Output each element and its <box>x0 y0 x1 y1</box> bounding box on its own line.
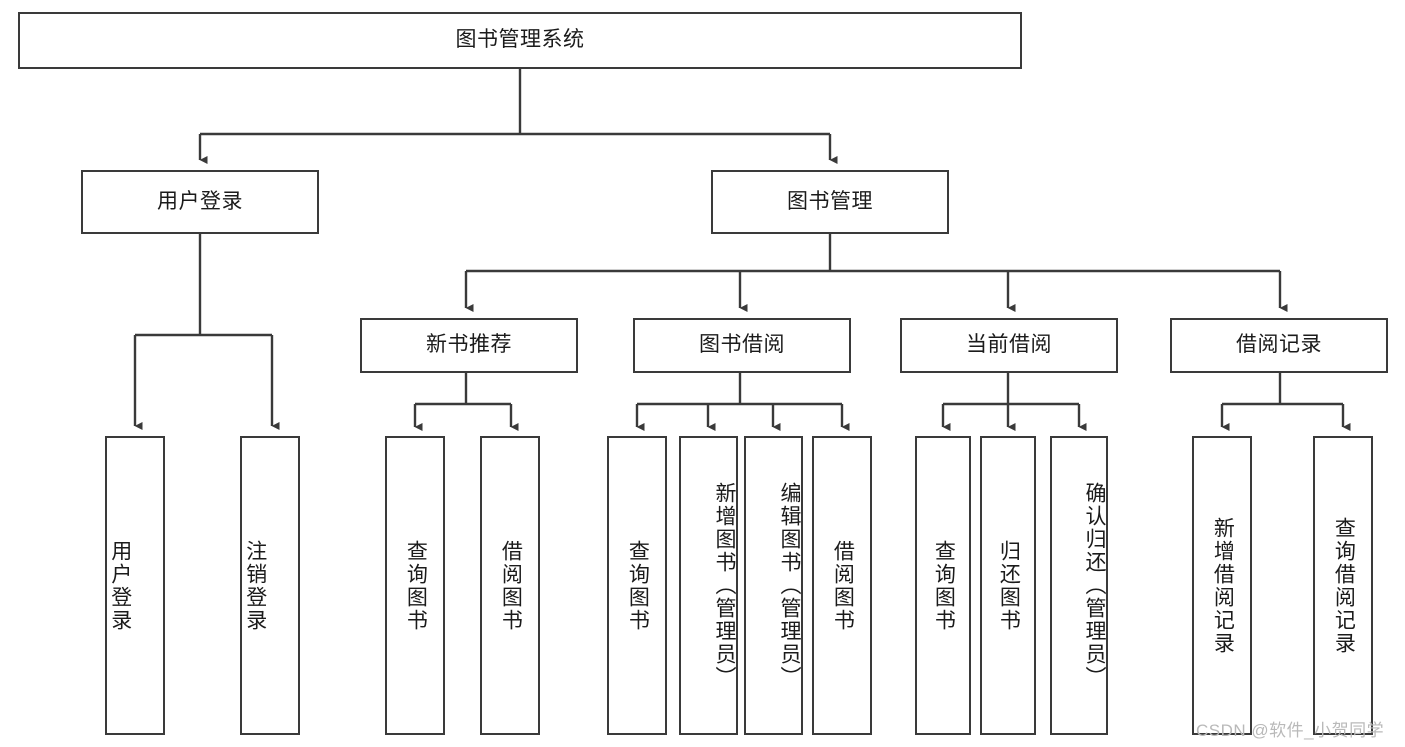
node-label: 注销登录 <box>243 539 267 632</box>
node-root-system[interactable]: 图书管理系统 <box>18 12 1022 69</box>
node-label: 借阅图书 <box>831 539 855 632</box>
node-leaf-query-book-3[interactable]: 查询图书 <box>915 436 971 735</box>
node-label: 确认归还（管理员） <box>1083 482 1106 689</box>
node-book-borrow[interactable]: 图书借阅 <box>633 318 851 373</box>
node-leaf-add-book-admin[interactable]: 新增图书（管理员） <box>679 436 738 735</box>
node-label: 图书管理系统 <box>455 28 585 52</box>
node-leaf-add-borrow-record[interactable]: 新增借阅记录 <box>1192 436 1252 735</box>
node-leaf-borrow-book-2[interactable]: 借阅图书 <box>812 436 872 735</box>
node-label: 借阅图书 <box>499 539 523 632</box>
node-label: 借阅记录 <box>1236 333 1322 357</box>
node-book-management[interactable]: 图书管理 <box>711 170 949 234</box>
node-label: 查询图书 <box>404 539 428 632</box>
csdn-watermark: CSDN @软件_小贺同学 <box>1196 721 1385 740</box>
node-leaf-user-login[interactable]: 用户登录 <box>105 436 165 735</box>
node-label: 查询图书 <box>626 539 650 632</box>
node-leaf-query-borrow-record[interactable]: 查询借阅记录 <box>1313 436 1373 735</box>
node-label: 图书管理 <box>787 189 873 213</box>
node-leaf-borrow-book-1[interactable]: 借阅图书 <box>480 436 540 735</box>
node-current-borrow[interactable]: 当前借阅 <box>900 318 1118 373</box>
node-label: 用户登录 <box>157 189 243 213</box>
node-leaf-confirm-return-admin[interactable]: 确认归还（管理员） <box>1050 436 1108 735</box>
node-label: 编辑图书（管理员） <box>778 482 801 689</box>
node-leaf-logout[interactable]: 注销登录 <box>240 436 300 735</box>
node-leaf-query-book-1[interactable]: 查询图书 <box>385 436 445 735</box>
node-leaf-edit-book-admin[interactable]: 编辑图书（管理员） <box>744 436 803 735</box>
node-leaf-return-book[interactable]: 归还图书 <box>980 436 1036 735</box>
node-label: 归还图书 <box>997 539 1021 632</box>
node-label: 新增借阅记录 <box>1211 516 1235 655</box>
node-label: 新增图书（管理员） <box>713 482 736 689</box>
node-user-login[interactable]: 用户登录 <box>81 170 319 234</box>
node-label: 查询借阅记录 <box>1332 516 1356 655</box>
node-label: 新书推荐 <box>426 333 512 357</box>
node-label: 用户登录 <box>108 539 132 632</box>
node-borrow-record[interactable]: 借阅记录 <box>1170 318 1388 373</box>
node-label: 查询图书 <box>932 539 956 632</box>
node-leaf-query-book-2[interactable]: 查询图书 <box>607 436 667 735</box>
node-label: 图书借阅 <box>699 333 785 357</box>
node-new-book-recommend[interactable]: 新书推荐 <box>360 318 578 373</box>
node-label: 当前借阅 <box>966 333 1052 357</box>
